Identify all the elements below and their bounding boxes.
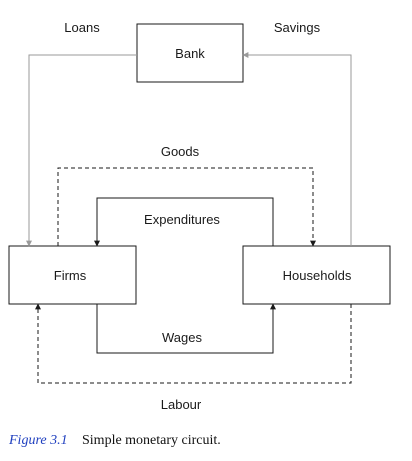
savings-label: Savings xyxy=(274,20,321,35)
loans-arrow xyxy=(26,54,137,247)
figure-number: Figure 3.1 xyxy=(8,433,68,448)
expenditures-arrow xyxy=(94,197,274,247)
loans-label: Loans xyxy=(64,20,100,35)
households-box xyxy=(242,245,391,305)
bank-label: Bank xyxy=(175,46,205,61)
savings-arrow xyxy=(242,52,352,246)
wages-arrow xyxy=(96,303,276,354)
expenditures-label: Expenditures xyxy=(144,212,220,227)
firms-box xyxy=(8,245,137,305)
goods-arrow xyxy=(57,167,316,247)
firms-label: Firms xyxy=(54,268,87,283)
bank-box xyxy=(136,23,244,83)
households-label: Households xyxy=(283,268,352,283)
figure-caption: Simple monetary circuit. xyxy=(82,433,221,448)
labour-label: Labour xyxy=(161,397,202,412)
goods-label: Goods xyxy=(161,144,200,159)
wages-label: Wages xyxy=(162,330,202,345)
